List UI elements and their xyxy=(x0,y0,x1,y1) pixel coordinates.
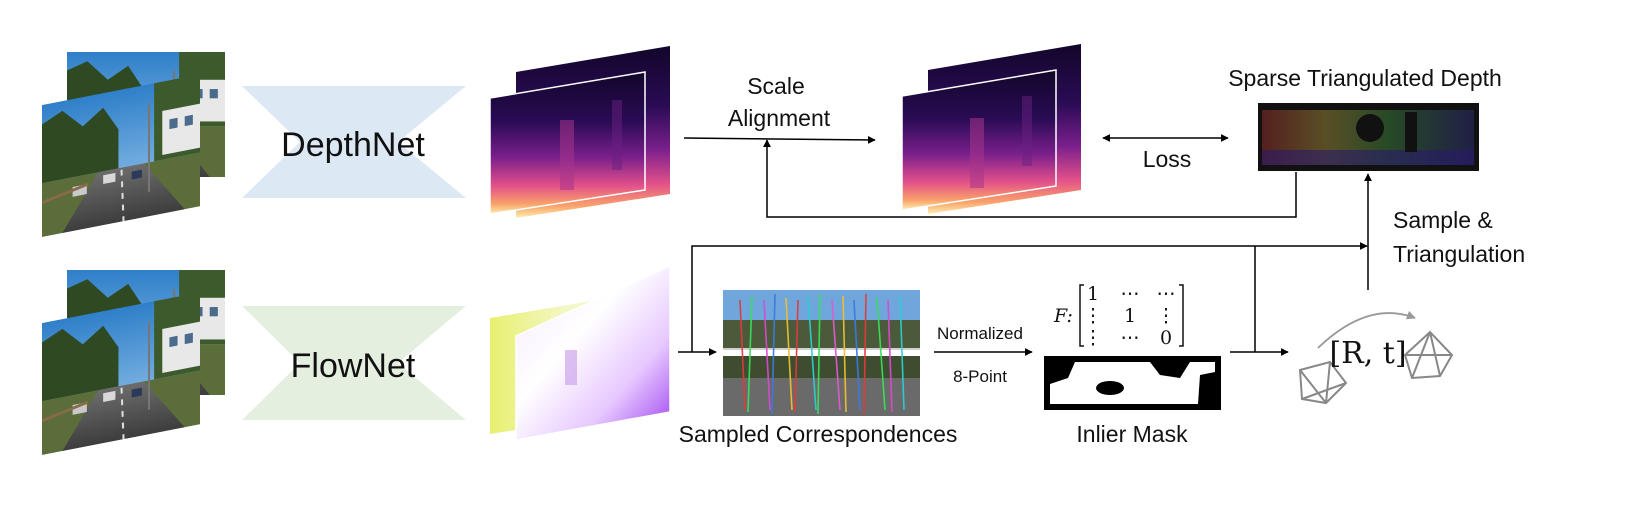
sample-label-line2: Triangulation xyxy=(1393,241,1525,267)
feedback-loop xyxy=(763,139,1297,218)
matrix-cell-r2c2: 1 xyxy=(1124,305,1136,327)
arrow-scale-alignment xyxy=(683,135,876,144)
matrix-cell-r1c1: 1 xyxy=(1087,283,1099,305)
fundamental-matrix: F: 1 ⋯ ⋯ ⋮ 1 ⋮ ⋮ ⋯ 0 xyxy=(1053,283,1184,349)
sparse-depth-image xyxy=(1258,103,1479,171)
matrix-cell-r2c1: ⋮ xyxy=(1084,305,1103,327)
flow-map-pair xyxy=(490,264,671,441)
camera-left-icon xyxy=(1298,360,1348,405)
input-frame-bottom-front xyxy=(42,292,200,455)
matrix-cell-r3c3: 0 xyxy=(1160,327,1172,349)
depth-map-pair-2 xyxy=(901,44,1081,214)
depthnet-block: DepthNet xyxy=(242,86,466,198)
depthnet-label: DepthNet xyxy=(281,126,425,164)
matrix-cell-r3c2: ⋯ xyxy=(1121,327,1140,349)
camera-pose-icon: [R, t] xyxy=(1298,310,1454,405)
connectors xyxy=(678,134,1372,356)
camera-right-icon xyxy=(1403,330,1454,380)
loss-label: Loss xyxy=(1143,146,1192,172)
scale-label-line1: Scale xyxy=(747,73,805,99)
pose-arc xyxy=(1317,310,1416,349)
eight-point-label: 8-Point xyxy=(953,367,1007,386)
scale-label-line2: Alignment xyxy=(728,105,831,131)
flownet-shape xyxy=(242,306,466,420)
flownet-label: FlowNet xyxy=(291,347,416,385)
sample-label-line1: Sample & xyxy=(1393,207,1493,233)
inlier-mask-image xyxy=(1044,356,1221,410)
matrix-cell-r1c2: ⋯ xyxy=(1121,283,1140,305)
sampled-correspondences-image xyxy=(723,290,920,416)
matrix-cell-r2c3: ⋮ xyxy=(1157,305,1176,327)
matrix-cell-r1c3: ⋯ xyxy=(1157,283,1176,305)
inlier-mask-label: Inlier Mask xyxy=(1076,421,1188,447)
pose-label: [R, t] xyxy=(1329,336,1406,371)
depthnet-shape xyxy=(242,86,466,198)
depth-map-pair-1 xyxy=(489,46,670,218)
arrow-to-triangulation xyxy=(691,242,1368,352)
matrix-cell-r3c1: ⋮ xyxy=(1084,327,1103,349)
input-frame-top-front xyxy=(42,74,200,237)
sampled-correspondences-label: Sampled Correspondences xyxy=(679,421,958,447)
flownet-block: FlowNet xyxy=(242,306,466,420)
sparse-depth-label: Sparse Triangulated Depth xyxy=(1228,65,1502,91)
normalized-label: Normalized xyxy=(937,324,1023,343)
matrix-prefix: F: xyxy=(1053,305,1073,327)
